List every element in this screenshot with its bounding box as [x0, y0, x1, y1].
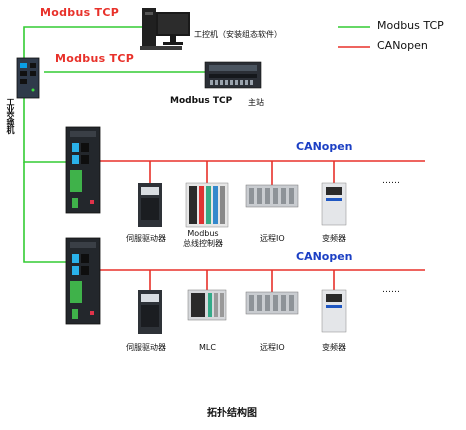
canopen-bus-2 [100, 269, 425, 292]
more-devices-1: …… [382, 176, 400, 186]
gateway-icon-1 [65, 126, 101, 214]
device-label-inverter-1: 变频器 [322, 234, 346, 243]
device-label-servo-1: 伺服驱动器 [126, 234, 166, 243]
remote-io-icon-2 [245, 291, 299, 315]
gateway-icon-2 [65, 237, 101, 325]
legend-canopen-label: CANopen [377, 39, 428, 52]
plc-master-icon [204, 61, 262, 89]
servo-drive-icon-1 [138, 183, 162, 227]
pc-label: 工控机（安装组态软件） [194, 30, 282, 39]
inverter-icon-2 [321, 289, 347, 333]
legend-modbus-label: Modbus TCP [377, 19, 444, 32]
line-switch-to-pc [23, 26, 142, 58]
bus-controller-icon [185, 182, 229, 228]
canopen-label-bus1: CANopen [296, 140, 353, 153]
switch-icon [16, 57, 40, 99]
diagram-caption: 拓扑结构图 [207, 408, 257, 419]
device-label-remote-io-1: 远程IO [260, 234, 285, 243]
device-label-mlc: MLC [199, 343, 216, 352]
mlc-icon [187, 289, 227, 321]
inverter-icon-1 [321, 182, 347, 226]
canopen-bus-1 [100, 160, 425, 185]
servo-drive-icon-2 [138, 290, 162, 334]
device-label-inverter-2: 变频器 [322, 343, 346, 352]
switch-label: 工业交换机 [6, 98, 15, 133]
master-label: Modbus TCP [170, 96, 233, 106]
master-suffix-label: 主站 [248, 98, 264, 107]
modbus-tcp-label-top: Modbus TCP [40, 6, 120, 19]
remote-io-icon-1 [245, 184, 299, 208]
modbus-tcp-label-mid: Modbus TCP [55, 52, 135, 65]
ethernet-lines [23, 26, 205, 263]
device-label-bus-controller: Modbus 总线控制器 [183, 229, 223, 248]
line-switch-to-gateway2 [23, 162, 66, 263]
line-switch-to-gateway1 [23, 98, 66, 163]
pc-icon [140, 8, 190, 50]
more-devices-2: …… [382, 285, 400, 295]
device-label-remote-io-2: 远程IO [260, 343, 285, 352]
device-label-servo-2: 伺服驱动器 [126, 343, 166, 352]
canopen-label-bus2: CANopen [296, 250, 353, 263]
